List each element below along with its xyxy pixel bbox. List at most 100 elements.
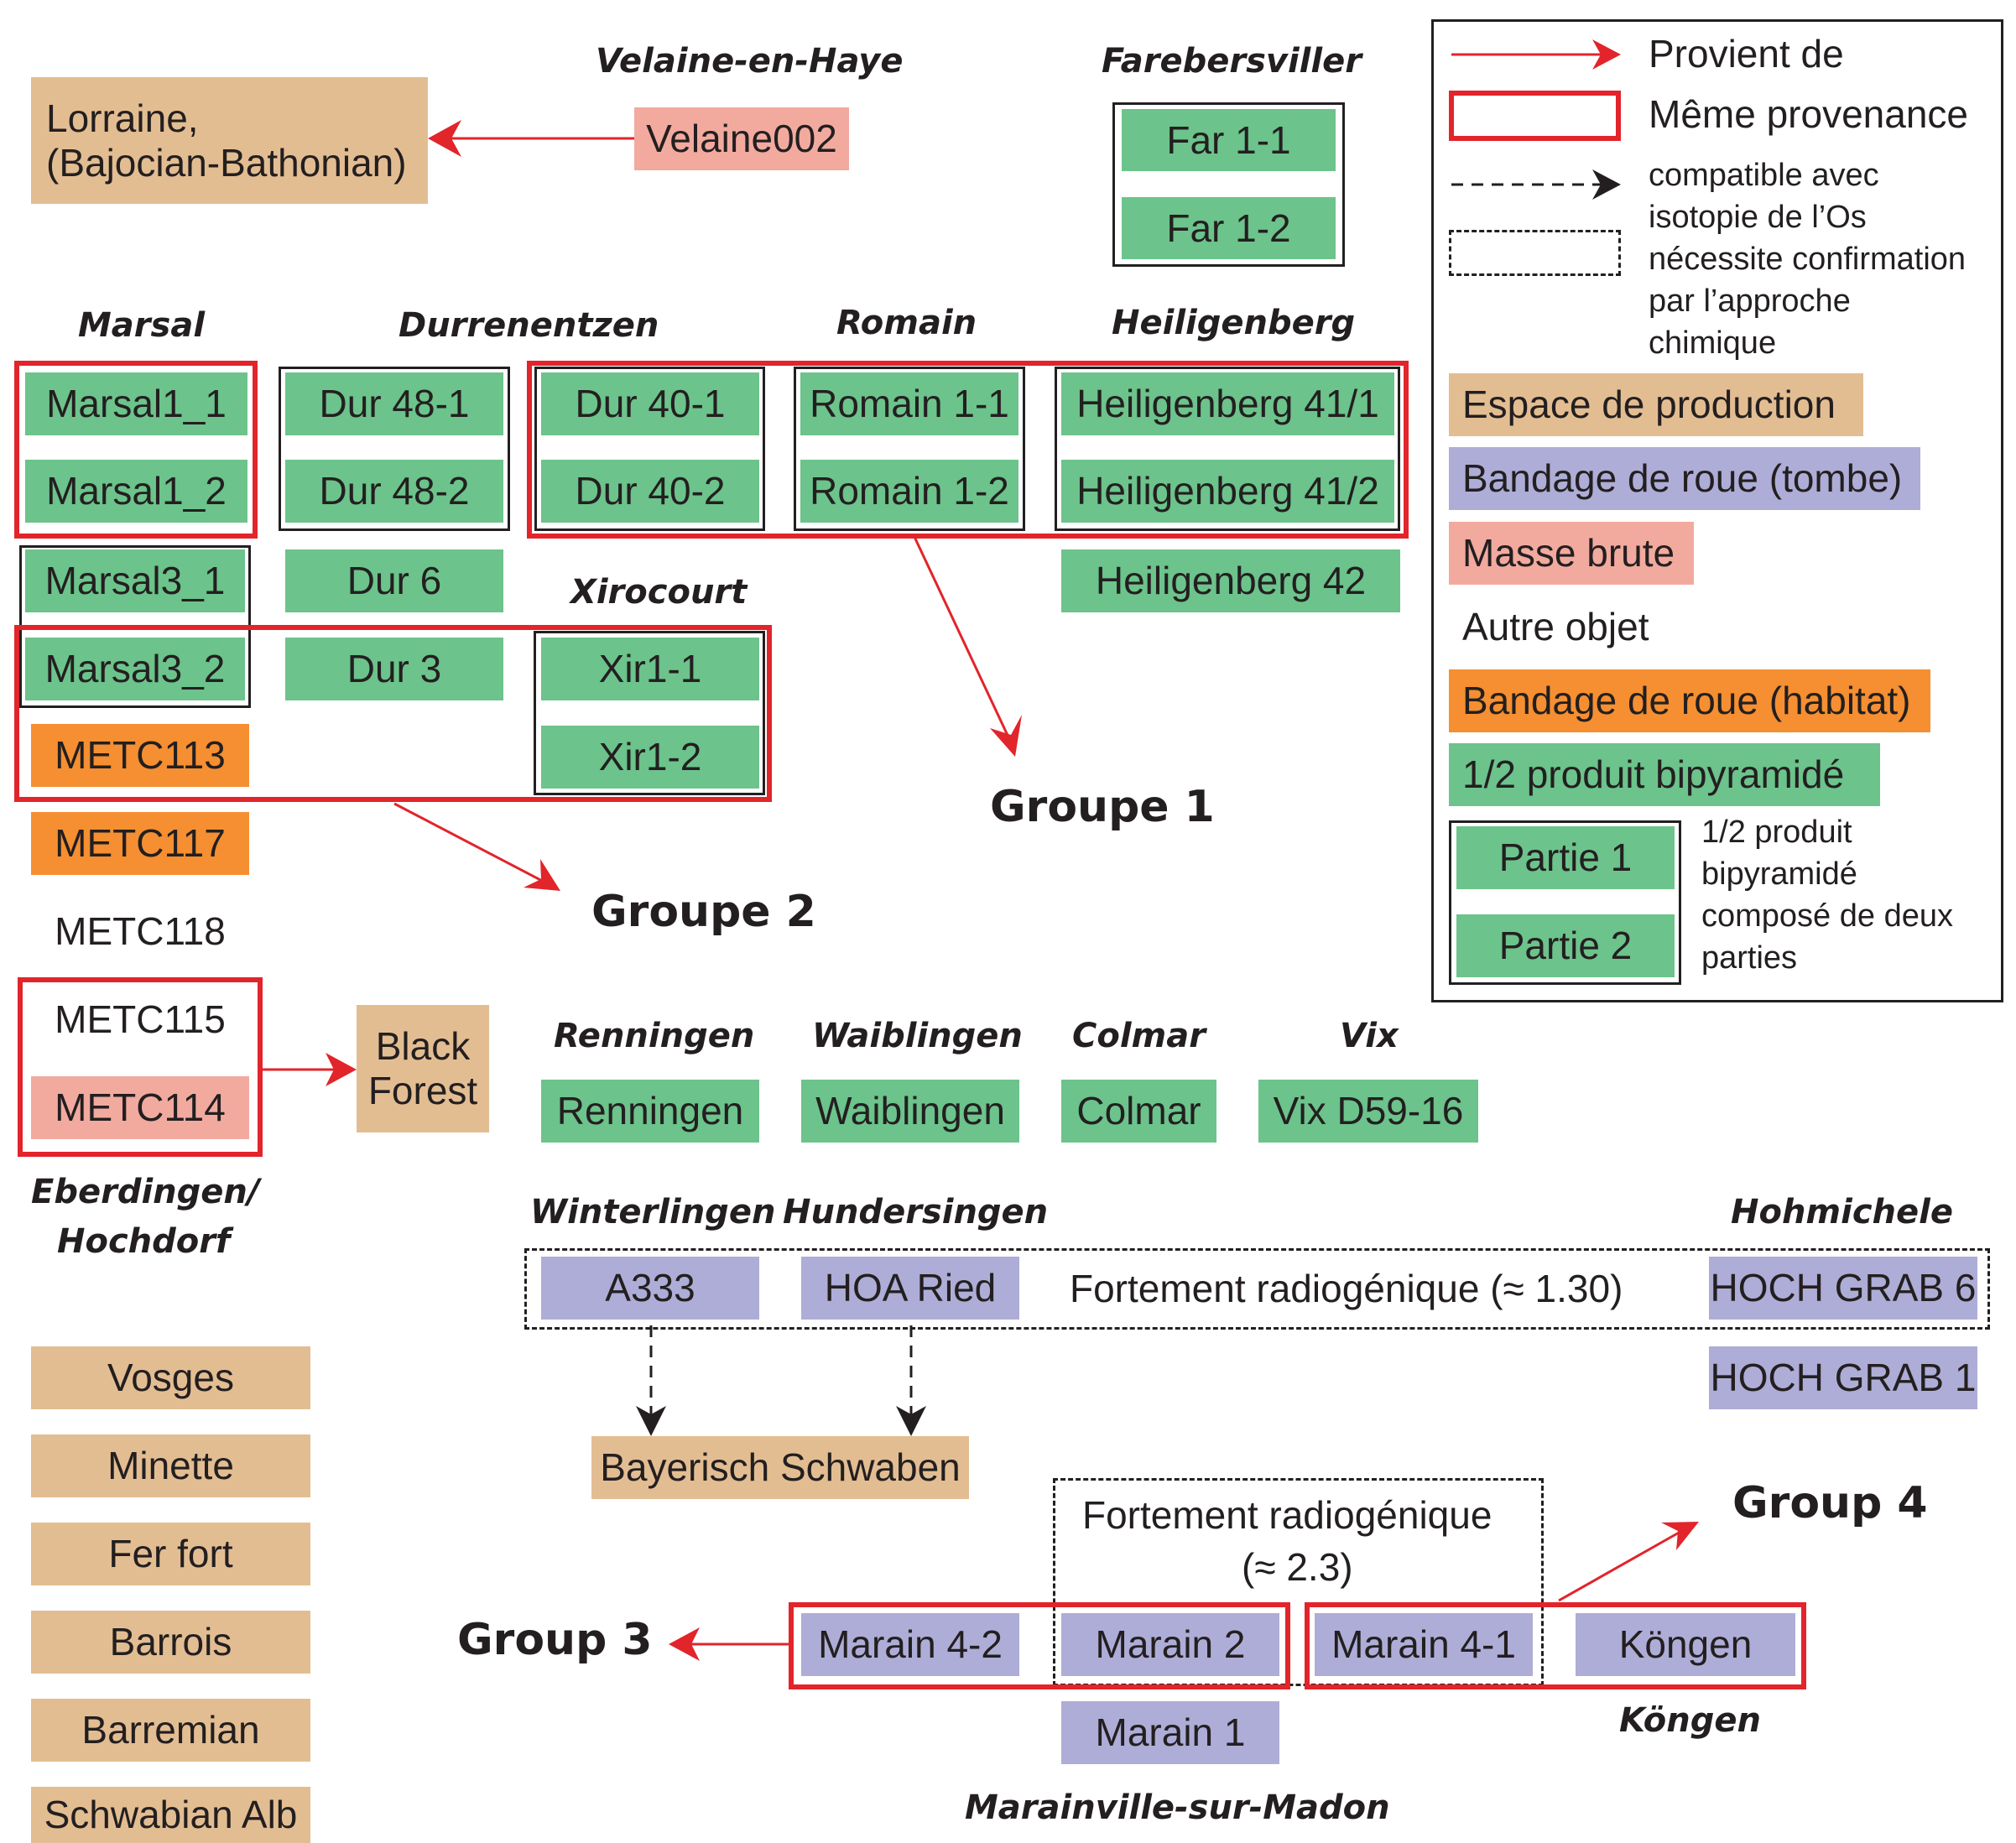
site-waiblingen: Waiblingen bbox=[812, 1017, 1023, 1055]
sample-dur-3: Dur 3 bbox=[285, 638, 503, 700]
sample-dur-40-2: Dur 40-2 bbox=[541, 460, 759, 523]
legend-meme-provenance: Même provenance bbox=[1649, 92, 1968, 136]
frame-fortement-radiogenique-23 bbox=[1053, 1478, 1544, 1686]
sample-romain-1-2: Romain 1-2 bbox=[800, 460, 1018, 523]
source-lorraine-line1: Lorraine, bbox=[46, 96, 199, 140]
sample-metc118: METC118 bbox=[55, 909, 226, 954]
sample-marain-2: Marain 2 bbox=[1061, 1613, 1279, 1676]
sample-velaine002: Velaine002 bbox=[634, 107, 849, 170]
sample-metc117: METC117 bbox=[31, 812, 249, 875]
source-barremian: Barremian bbox=[31, 1699, 310, 1762]
arrow-to-groupe-1 bbox=[913, 536, 1013, 743]
frame-romain bbox=[794, 367, 1025, 531]
frame-heiligenberg41 bbox=[1055, 367, 1400, 531]
legend-autre-objet: Autre objet bbox=[1462, 605, 1649, 649]
legend-red-box bbox=[1449, 91, 1621, 141]
frame-group-4-provenance bbox=[1305, 1602, 1806, 1689]
arrow-to-groupe-2 bbox=[393, 802, 546, 884]
sample-marain-1: Marain 1 bbox=[1061, 1701, 1279, 1764]
legend-bandage-tombe: Bandage de roue (tombe) bbox=[1449, 447, 1920, 510]
sample-marsal1-2: Marsal1_2 bbox=[25, 460, 247, 523]
legend-partie-frame bbox=[1449, 820, 1681, 985]
source-black-forest-line2: Forest bbox=[367, 1069, 478, 1112]
sample-dur-48-1: Dur 48-1 bbox=[285, 372, 503, 435]
sample-dur-48-2: Dur 48-2 bbox=[285, 460, 503, 523]
site-winterlingen: Winterlingen bbox=[530, 1193, 776, 1231]
legend-partie-2: Partie 2 bbox=[1456, 914, 1675, 977]
source-minette: Minette bbox=[31, 1434, 310, 1497]
sample-koengen: Köngen bbox=[1576, 1613, 1795, 1676]
arrowhead-groupe-2 bbox=[524, 859, 560, 891]
frame-group-3-provenance bbox=[789, 1602, 1290, 1689]
source-bayerisch-schwaben: Bayerisch Schwaben bbox=[591, 1436, 969, 1499]
site-renningen: Renningen bbox=[554, 1017, 755, 1055]
source-lorraine-line2: (Bajocian-Bathonian) bbox=[46, 140, 407, 185]
sample-heiligenberg-41-2: Heiligenberg 41/2 bbox=[1061, 460, 1394, 523]
legend-deux-line3: composé de deux bbox=[1701, 898, 1953, 934]
legend-bipyramide: 1/2 produit bipyramidé bbox=[1449, 743, 1880, 806]
site-heiligenberg: Heiligenberg bbox=[1112, 304, 1356, 342]
sample-a333: A333 bbox=[541, 1257, 759, 1320]
legend bbox=[1431, 19, 2003, 1002]
sample-far-1-2: Far 1-2 bbox=[1122, 197, 1336, 259]
sample-vix-d59-16: Vix D59-16 bbox=[1258, 1080, 1478, 1143]
sample-xir1-2: Xir1-2 bbox=[541, 726, 759, 789]
site-koengen: Köngen bbox=[1619, 1701, 1762, 1740]
sample-dur-6: Dur 6 bbox=[285, 549, 503, 612]
site-xirocourt: Xirocourt bbox=[570, 573, 748, 612]
source-black-forest-line1: Black bbox=[375, 1024, 471, 1069]
sample-metc114: METC114 bbox=[31, 1076, 249, 1139]
legend-masse-brute: Masse brute bbox=[1449, 522, 1694, 585]
legend-os-line1: compatible avec bbox=[1649, 158, 1879, 193]
sample-hoch-grab-1: HOCH GRAB 1 bbox=[1709, 1346, 1977, 1409]
legend-deux-line1: 1/2 produit bbox=[1701, 815, 1852, 850]
sample-marsal3-1: Marsal3_1 bbox=[25, 549, 245, 612]
legend-deux-line2: bipyramidé bbox=[1701, 856, 1857, 892]
sample-marain-4-2: Marain 4-2 bbox=[801, 1613, 1019, 1676]
source-fer-fort: Fer fort bbox=[31, 1523, 310, 1585]
sample-renningen: Renningen bbox=[541, 1080, 759, 1143]
frame-fortement-radiogenique-130 bbox=[524, 1248, 1990, 1330]
site-colmar: Colmar bbox=[1072, 1017, 1206, 1055]
sample-marain-4-1: Marain 4-1 bbox=[1315, 1613, 1533, 1676]
frame-groupe-2-provenance bbox=[14, 625, 772, 802]
sample-far-1-1: Far 1-1 bbox=[1122, 109, 1336, 171]
arrowhead-lorraine bbox=[428, 120, 461, 157]
sample-marsal3-2: Marsal3_2 bbox=[25, 638, 245, 700]
sample-dur-40-1: Dur 40-1 bbox=[541, 372, 759, 435]
site-hohmichele: Hohmichele bbox=[1731, 1193, 1953, 1231]
label-group-4: Group 4 bbox=[1732, 1478, 1928, 1528]
frame-dur40 bbox=[534, 367, 765, 531]
legend-deux-line4: parties bbox=[1701, 940, 1798, 976]
site-vix: Vix bbox=[1340, 1017, 1399, 1055]
source-vosges: Vosges bbox=[31, 1346, 310, 1409]
legend-os-line4: par l’approche bbox=[1649, 284, 1851, 319]
sample-metc115: METC115 bbox=[55, 997, 226, 1042]
site-romain: Romain bbox=[836, 304, 977, 342]
legend-os-line3: nécessite confirmation bbox=[1649, 242, 1967, 277]
site-eberdingen-line1: Eberdingen/ bbox=[31, 1173, 260, 1211]
legend-dashed-box bbox=[1449, 230, 1621, 276]
sample-marsal1-1: Marsal1_1 bbox=[25, 372, 247, 435]
site-durrenentzen: Durrenentzen bbox=[399, 306, 659, 345]
source-barrois: Barrois bbox=[31, 1611, 310, 1674]
source-black-forest: Black Forest bbox=[357, 1005, 489, 1132]
sample-waiblingen: Waiblingen bbox=[801, 1080, 1019, 1143]
frame-groupe-1-provenance bbox=[527, 361, 1409, 539]
site-hundersingen: Hundersingen bbox=[783, 1193, 1049, 1231]
legend-os-line2: isotopie de l’Os bbox=[1649, 200, 1867, 235]
legend-bandage-habitat: Bandage de roue (habitat) bbox=[1449, 669, 1930, 732]
arrowhead-group-4 bbox=[1661, 1522, 1699, 1550]
site-eberdingen-line2: Hochdorf bbox=[57, 1222, 231, 1261]
legend-partie-1: Partie 1 bbox=[1456, 826, 1675, 889]
label-groupe-1: Groupe 1 bbox=[990, 782, 1215, 832]
site-velaine: Velaine-en-Haye bbox=[596, 42, 904, 81]
note-fortement-radiogenique-23-line2: (≈ 2.3) bbox=[1242, 1545, 1353, 1589]
arrowhead-a333 bbox=[636, 1406, 666, 1436]
arrowhead-black-forest bbox=[326, 1053, 357, 1086]
source-lorraine: Lorraine, (Bajocian-Bathonian) bbox=[31, 77, 428, 204]
frame-dur48 bbox=[279, 367, 510, 531]
legend-red-arrowhead bbox=[1592, 39, 1621, 70]
